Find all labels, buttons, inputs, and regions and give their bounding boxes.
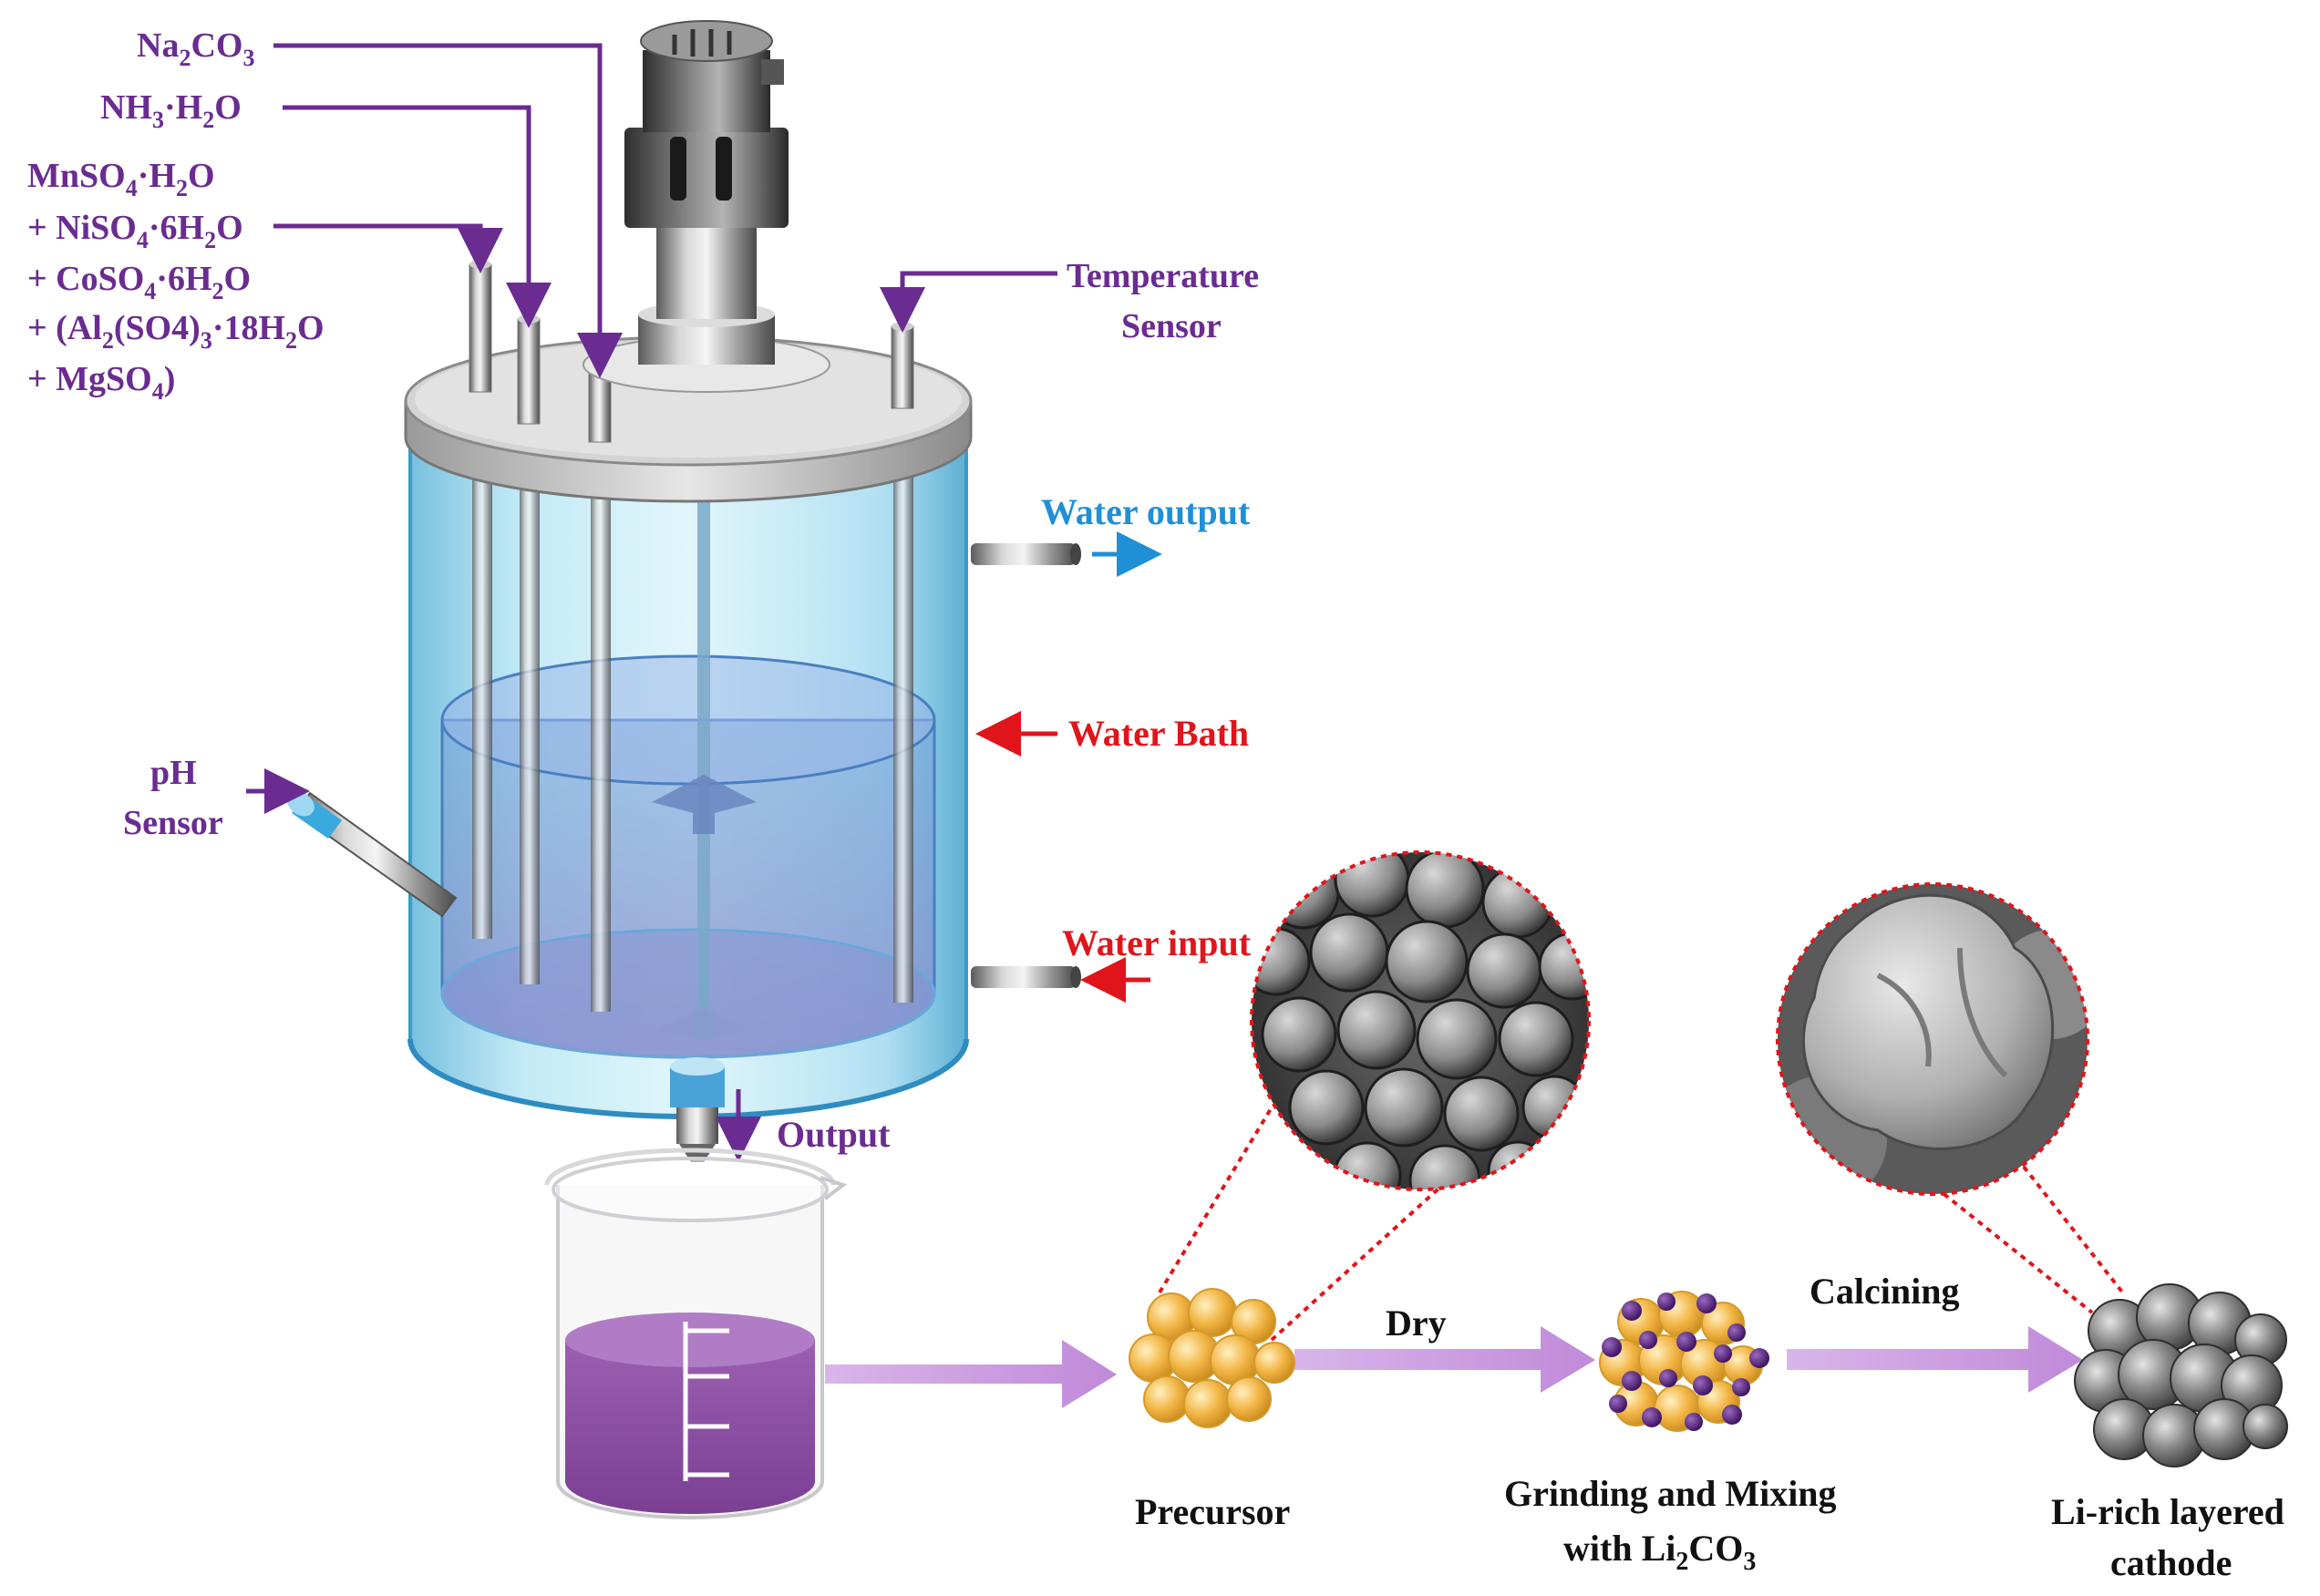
feed-line-1: MnSO4·H2O xyxy=(27,157,215,201)
label-water-output: Water output xyxy=(1041,491,1251,532)
label-precursor: Precursor xyxy=(1135,1491,1290,1532)
temperature-arrow xyxy=(880,271,1057,333)
cathode-particles xyxy=(2074,1283,2288,1467)
feed-line-3: + CoSO4·6H2O xyxy=(27,260,251,304)
reactor xyxy=(287,20,1081,1162)
label-water-bath: Water Bath xyxy=(1068,713,1249,754)
stirrer-shaft xyxy=(697,401,710,1039)
temperature-sensor-line2: Sensor xyxy=(1121,307,1222,345)
flow-arrow-beaker-to-precursor xyxy=(825,1340,1117,1408)
flow-arrow-dry xyxy=(1294,1326,1595,1393)
ph-sensor-line1: pH xyxy=(150,754,197,792)
label-ph-sensor: pH Sensor xyxy=(123,754,223,842)
feed-line-5: + MgSO4) xyxy=(27,360,175,405)
label-nh3: NH3·H2O xyxy=(100,88,242,133)
feed-line-2: + NiSO4·6H2O xyxy=(27,209,243,253)
precursor-particles xyxy=(1129,1288,1295,1428)
water-bath-surface xyxy=(440,654,936,786)
feed-pipe-3 xyxy=(591,410,611,1012)
grinding-line1: Grinding and Mixing xyxy=(1504,1473,1837,1514)
feed-arrows xyxy=(246,43,1057,1162)
beaker-graduations xyxy=(683,1322,729,1481)
sensor-probe xyxy=(893,392,913,1003)
vessel-bottom xyxy=(440,928,936,1059)
label-water-input: Water input xyxy=(1062,922,1252,963)
water-output-port xyxy=(971,543,1081,565)
precursor-sem-image xyxy=(1250,850,1591,1191)
cathode-sem-image xyxy=(1776,882,2089,1196)
li2co3-particles xyxy=(1602,1292,1769,1431)
label-na2co3: Na2CO3 xyxy=(137,26,254,71)
water-arrows xyxy=(975,531,1162,1003)
water-input-port xyxy=(971,966,1081,988)
label-grinding: Grinding and Mixing with Li2CO3 xyxy=(1504,1473,1837,1576)
nh3-arrow xyxy=(283,105,552,328)
label-dry: Dry xyxy=(1386,1303,1447,1344)
label-output: Output xyxy=(777,1114,891,1155)
label-cathode: Li-rich layered cathode xyxy=(2051,1491,2284,1583)
ph-sensor-line2: Sensor xyxy=(123,804,223,842)
metal-salts-arrow xyxy=(273,223,503,273)
flow-arrows xyxy=(825,1326,2083,1408)
feed-pipe-1 xyxy=(472,392,492,939)
flow-arrow-calcining xyxy=(1787,1326,2083,1393)
cathode-line1: Li-rich layered xyxy=(2051,1491,2284,1532)
feed-line-4: + (Al2(SO4)3·18H2O xyxy=(27,309,325,354)
precursor-sem-zoom-lines xyxy=(1158,1074,1565,1342)
temperature-sensor-line1: Temperature xyxy=(1067,257,1259,295)
beaker xyxy=(544,1148,848,1519)
mixed-particles xyxy=(1599,1291,1769,1432)
grinding-line2: with Li2CO3 xyxy=(1563,1528,1756,1576)
na2co3-arrow xyxy=(273,43,623,378)
cathode-sem-zoom-lines xyxy=(1840,1110,2126,1314)
feed-pipe-2 xyxy=(520,401,540,984)
label-metal-salts: MnSO4·H2O + NiSO4·6H2O + CoSO4·6H2O + (A… xyxy=(27,157,325,405)
label-temperature-sensor: Temperature Sensor xyxy=(1067,257,1259,345)
stirrer-motor xyxy=(583,20,830,393)
cathode-line2: cathode xyxy=(2110,1542,2232,1583)
impeller-lower xyxy=(658,1007,749,1041)
label-calcining: Calcining xyxy=(1810,1271,1959,1312)
bottom-outlet xyxy=(670,1057,725,1162)
impeller-upper xyxy=(652,775,757,834)
